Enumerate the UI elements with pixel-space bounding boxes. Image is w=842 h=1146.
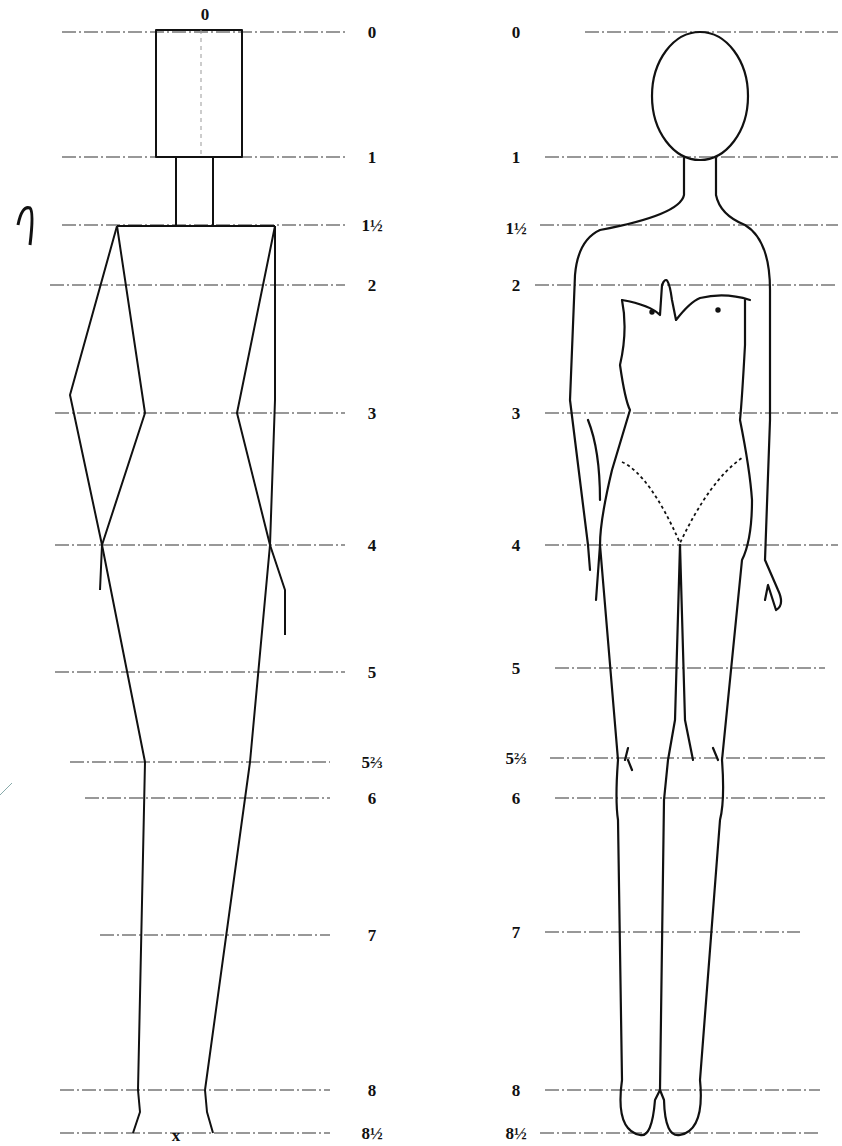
head-mark: 0 bbox=[201, 6, 210, 23]
proportion-number: 1 bbox=[368, 149, 377, 166]
proportion-number: 5 bbox=[512, 660, 521, 677]
proportion-number: 1½ bbox=[361, 217, 382, 234]
proportion-number: 1½ bbox=[505, 220, 526, 237]
proportion-number: 2 bbox=[368, 277, 377, 294]
proportion-number: 6 bbox=[368, 790, 377, 807]
body-outline bbox=[570, 32, 781, 1135]
proportion-number: 7 bbox=[368, 927, 377, 944]
proportion-number: 4 bbox=[368, 537, 377, 554]
proportion-number: 0 bbox=[512, 24, 521, 41]
pen-mark bbox=[18, 208, 32, 245]
proportion-number: 8½ bbox=[361, 1125, 382, 1142]
stick-figure bbox=[70, 30, 285, 1133]
proportion-number: 3 bbox=[512, 405, 521, 422]
proportion-number: 1 bbox=[512, 149, 521, 166]
proportion-number: 5⅔ bbox=[361, 754, 382, 771]
proportion-number: 6 bbox=[512, 790, 521, 807]
briefs-line bbox=[622, 458, 742, 543]
proportion-number: 7 bbox=[512, 924, 521, 941]
proportion-number: 4 bbox=[512, 537, 521, 554]
stray-mark bbox=[0, 783, 12, 795]
proportion-number: 3 bbox=[368, 405, 377, 422]
proportion-number: 8½ bbox=[505, 1125, 526, 1142]
proportion-number: 8 bbox=[512, 1082, 521, 1099]
guide-lines bbox=[50, 32, 838, 1133]
proportion-number: 5 bbox=[368, 664, 377, 681]
proportion-number: 2 bbox=[512, 277, 521, 294]
center-mark: x bbox=[172, 1126, 181, 1143]
proportion-number: 8 bbox=[368, 1082, 377, 1099]
proportion-number: 5⅔ bbox=[505, 750, 526, 767]
proportion-number: 0 bbox=[368, 24, 377, 41]
